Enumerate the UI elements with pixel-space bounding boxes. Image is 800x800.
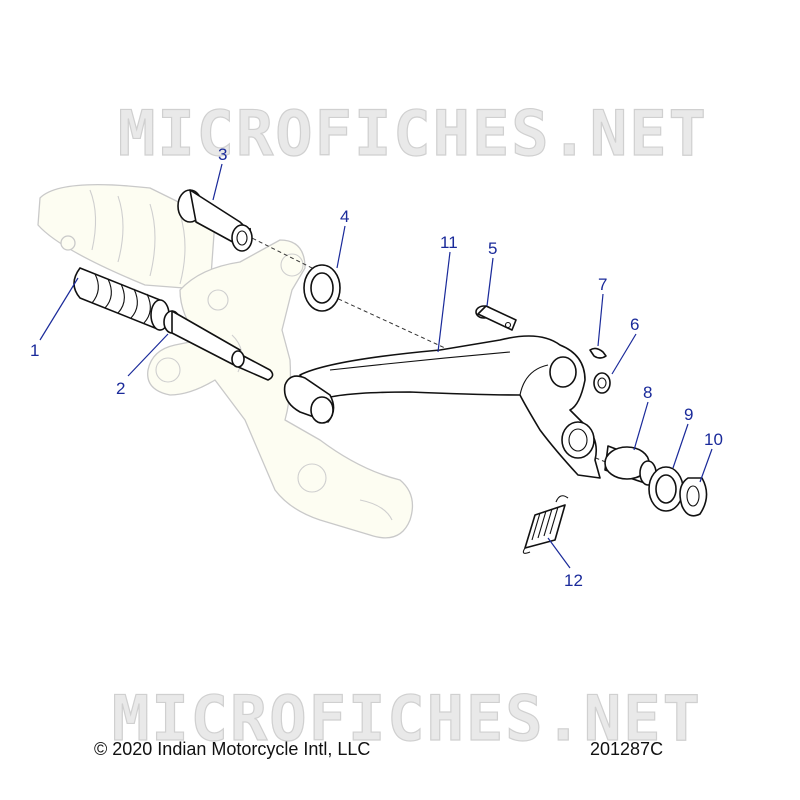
callout-1: 1: [30, 341, 39, 360]
callout-5: 5: [488, 239, 497, 258]
small-washer-part-6: [593, 372, 611, 394]
watermark-top: MICROFICHES.NET: [118, 97, 708, 170]
callout-4: 4: [340, 207, 349, 226]
diagram-number: 201287C: [590, 739, 664, 759]
brake-lever-part-11: [283, 335, 601, 479]
retaining-ring-part-10: [679, 477, 708, 517]
ghost-footpeg-bracket: [37, 184, 414, 539]
callout-12: 12: [564, 571, 583, 590]
sleeve-part-8: [604, 445, 657, 486]
callouts: 1 2 3 4 5 6 7 8 9 10 11 12: [30, 145, 723, 590]
callout-3: 3: [218, 145, 227, 164]
return-spring-part-12: [522, 495, 569, 554]
callout-9: 9: [684, 405, 693, 424]
callout-6: 6: [630, 315, 639, 334]
clevis-pin-part-5: [475, 305, 517, 331]
callout-11: 11: [440, 233, 458, 252]
spring-part-1: [73, 267, 170, 331]
cotter-pin-part-7: [589, 347, 607, 359]
pin-part-2: [163, 310, 274, 381]
callout-10: 10: [704, 430, 723, 449]
leader-lines: [39, 163, 713, 569]
callout-8: 8: [643, 383, 652, 402]
washer-part-9: [648, 466, 684, 512]
bushing-part-3: [177, 189, 253, 252]
callout-7: 7: [598, 275, 607, 294]
copyright-text: © 2020 Indian Motorcycle Intl, LLC: [94, 739, 371, 759]
callout-2: 2: [116, 379, 125, 398]
washer-part-4: [303, 264, 341, 312]
watermark-bottom: MICROFICHES.NET: [112, 682, 702, 755]
